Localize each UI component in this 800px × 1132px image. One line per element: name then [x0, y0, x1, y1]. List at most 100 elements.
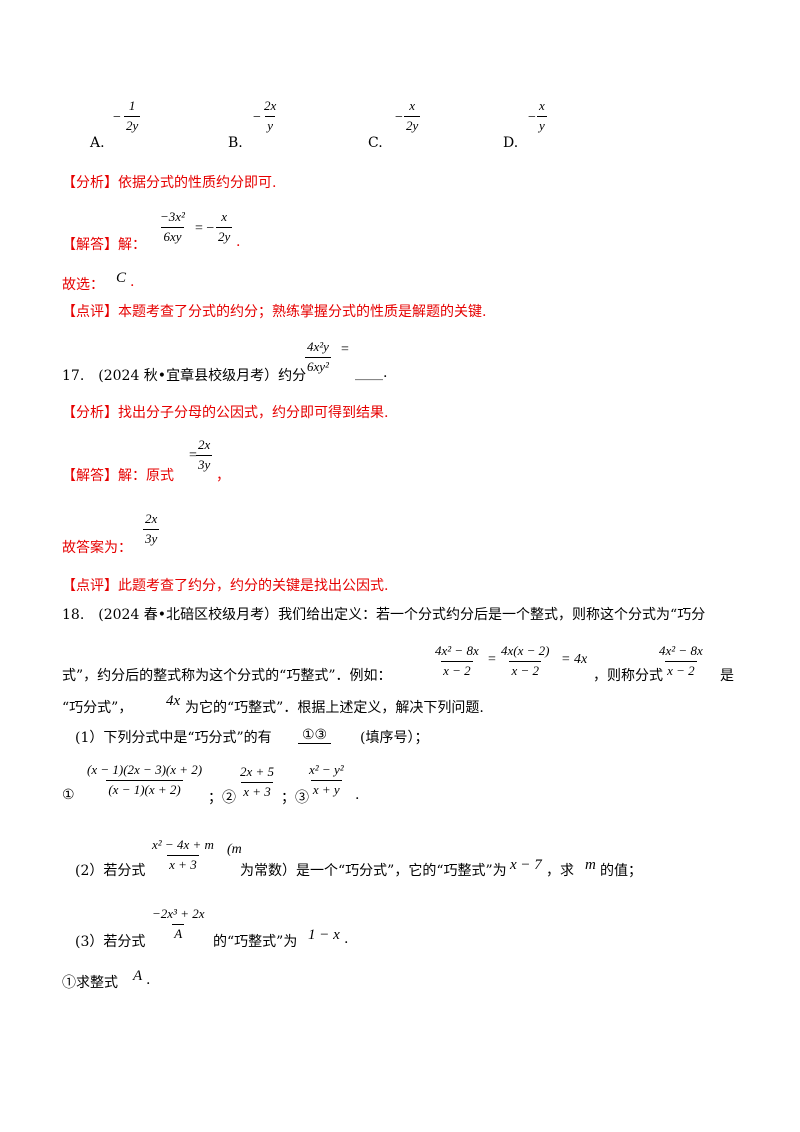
example-fraction-3: 4x² − 8x x − 2 [657, 643, 705, 679]
item-separator-2: ；③ [281, 790, 309, 806]
solution-lhs-fraction: −3x² 6xy [158, 209, 187, 245]
numerator: 4x² − 8x [435, 643, 479, 658]
q18-line1: 18. (2024 春•北碚区校级月考）我们给出定义：若一个分式约分后是一个整式… [62, 607, 706, 623]
item1-fraction: (x − 1)(2x − 3)(x + 2) (x − 1)(x + 2) [85, 762, 204, 798]
equals-sign: = − [195, 221, 215, 236]
sub1-suffix: . [146, 972, 151, 988]
option-d-label: D. [503, 135, 519, 151]
item2-fraction: 2x + 5 x + 3 [238, 764, 276, 800]
part3-prefix: (3）若分式 [75, 934, 146, 950]
sub1-A: A [133, 968, 143, 984]
line2-text-a: 式”，约分后的整式称为这个分式的“巧整式”．例如： [62, 668, 392, 684]
option-a-label: A. [90, 135, 105, 151]
example-fraction-2: 4x(x − 2) x − 2 [499, 643, 551, 679]
equals-sign: = [341, 342, 349, 357]
solution-prefix: 【解答】解： [62, 237, 146, 253]
denominator: 6xy [161, 226, 184, 244]
denominator: x − 2 [665, 660, 697, 678]
denominator: x + y [310, 779, 342, 797]
numerator: x [409, 98, 416, 113]
part2-prefix: (2）若分式 [75, 863, 146, 879]
option-b-label: B. [228, 135, 243, 151]
part2-m-note: (m [227, 842, 242, 857]
part3-mid: 的“巧整式”为 [213, 934, 298, 950]
line2-text-b: ，则称分式 [593, 668, 663, 684]
denominator: 2y [216, 226, 233, 244]
numerator: 4x² − 8x [659, 643, 703, 658]
q16-comment: 【点评】本题考查了分式的约分；熟练掌握分式的性质是解题的关键. [62, 304, 487, 320]
denominator: 3y [196, 454, 213, 472]
option-c-label: C. [368, 135, 383, 151]
item3-fraction: x² − y² x + y [307, 762, 346, 798]
choice-suffix: . [130, 274, 135, 290]
answer-prefix: 故答案为： [62, 540, 132, 556]
solution-suffix: . [236, 234, 241, 250]
part2-mid: 为常数）是一个“巧分式”，它的“巧整式”为 [240, 863, 507, 879]
line2-text-c: 是 [720, 668, 734, 684]
item1-mark: ① [62, 787, 75, 803]
option-b-fraction: 2x y [262, 98, 278, 134]
choice-prefix: 故选： [62, 277, 104, 293]
numerator: 2x [264, 98, 277, 113]
part2-expr: x − 7 [510, 857, 542, 873]
solution-suffix: ， [216, 468, 230, 484]
part3-expr: 1 − x [308, 927, 340, 943]
denominator: y [537, 115, 547, 133]
part1-suffix: (填序号）； [360, 730, 429, 746]
minus-sign: − [395, 110, 403, 125]
q17-comment: 【点评】此题考查了约分，约分的关键是找出公因式. [62, 578, 389, 594]
equals-sign: = [189, 448, 197, 463]
items-end: . [355, 787, 360, 803]
denominator: A [172, 923, 185, 941]
numerator: x² − 4x + m [152, 837, 214, 852]
denominator: y [265, 115, 276, 133]
denominator: x − 2 [509, 660, 542, 678]
q17-text: 17. (2024 秋•宜章县校级月考）约分 [62, 368, 307, 384]
answer-fraction: 2x 3y [143, 511, 160, 547]
part2-tail2: 的值； [600, 863, 642, 879]
denominator: (x − 1)(x + 2) [106, 779, 183, 797]
line3-text-a: “巧分式”， [62, 700, 133, 716]
solution-prefix: 【解答】解：原式 [62, 468, 174, 484]
option-a-fraction: 1 2y [124, 98, 141, 134]
part3-suffix: . [344, 931, 349, 947]
part1-answer: ①③ [298, 727, 332, 744]
numerator: 2x + 5 [240, 764, 275, 779]
denominator: x + 3 [167, 854, 199, 872]
denominator: 2y [404, 115, 421, 133]
solution-fraction: 2x 3y [196, 437, 213, 473]
numerator: x [539, 98, 545, 113]
numerator: −3x² [160, 209, 185, 224]
equals-sign: = [488, 652, 496, 667]
line3-text-b: 为它的“巧整式”．根据上述定义，解决下列问题. [185, 700, 484, 716]
numerator: x [221, 209, 228, 224]
minus-sign: − [113, 110, 121, 125]
numerator: 4x²y [307, 339, 329, 354]
q17-blank: ____. [355, 365, 388, 381]
example-result: = 4x [561, 652, 588, 667]
part2-tail1: ，求 [546, 863, 574, 879]
part1-prefix: (1）下列分式中是“巧分式”的有 [75, 730, 272, 746]
minus-sign: − [253, 110, 261, 125]
numerator: 2x [145, 511, 158, 526]
minus-sign: − [528, 110, 536, 125]
item-separator-1: ；② [208, 790, 236, 806]
numerator: x² − y² [309, 762, 344, 777]
numerator: −2x³ + 2x [152, 906, 205, 921]
line3-math: 4x [166, 693, 181, 709]
sub1-prefix: ①求整式 [62, 975, 118, 991]
choice-answer: C [116, 270, 127, 286]
q17-fraction: 4x²y 6xy² [305, 339, 331, 375]
numerator: (x − 1)(2x − 3)(x + 2) [87, 762, 203, 777]
option-d-fraction: x y [537, 98, 547, 134]
q16-analysis: 【分析】依据分式的性质约分即可. [62, 175, 277, 191]
q17-analysis: 【分析】找出分子分母的公因式，约分即可得到结果. [62, 405, 389, 421]
numerator: 2x [198, 437, 211, 452]
denominator: x − 2 [441, 660, 473, 678]
numerator: 4x(x − 2) [501, 643, 550, 658]
numerator: 1 [128, 98, 136, 113]
denominator: 6xy² [305, 356, 331, 374]
example-fraction-1: 4x² − 8x x − 2 [433, 643, 481, 679]
denominator: 2y [124, 115, 141, 133]
part3-fraction: −2x³ + 2x A [150, 906, 206, 942]
